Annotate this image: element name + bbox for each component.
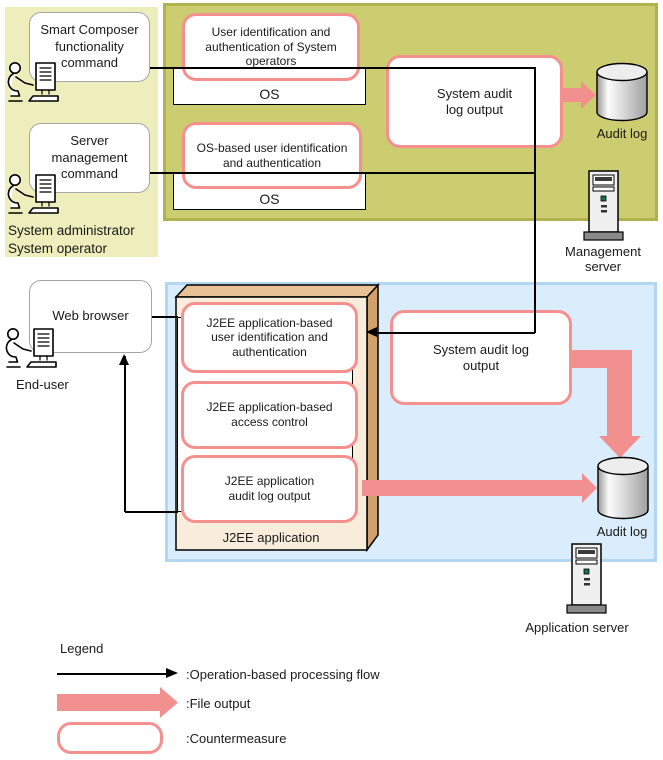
cm-line: System audit xyxy=(436,85,513,101)
admin-caption-line1: System administrator xyxy=(8,223,135,238)
file-output-arrow-top-icon xyxy=(563,81,596,109)
audit-log-database-icon xyxy=(596,62,648,122)
arrowhead-into-j2ee-icon xyxy=(366,327,377,337)
system-operator-icon xyxy=(7,62,59,102)
cmd-line: command xyxy=(60,166,119,182)
flow-line-to-j2ee xyxy=(376,332,535,334)
legend-countermeasure-sample xyxy=(57,722,163,754)
management-server-icon xyxy=(583,170,624,241)
legend-file-label: :File output xyxy=(186,696,251,711)
flow-line-command2-to-os xyxy=(150,172,535,174)
management-server-label: Management server xyxy=(533,244,663,275)
cm-line: audit log output xyxy=(228,489,311,503)
legend-file-output-arrow-icon xyxy=(57,687,178,718)
smart-composer-command-box: Smart Composer functionality command xyxy=(29,12,150,82)
os-label: OS xyxy=(259,191,280,207)
cm-line: J2EE application-based xyxy=(206,315,333,330)
flow-line-browser-to-j2ee xyxy=(152,316,178,318)
countermeasure-j2ee-access-control: J2EE application-based access control xyxy=(181,381,358,449)
audit-log-label-top: Audit log xyxy=(596,126,648,141)
cm-line: J2EE application xyxy=(224,474,315,489)
countermeasure-j2ee-audit-log: J2EE application audit log output xyxy=(181,455,358,523)
cmd-line: Smart Composer xyxy=(40,21,139,37)
flow-line-return-bottom xyxy=(125,511,178,513)
label-line: server xyxy=(584,259,622,275)
legend-flow-line xyxy=(57,673,167,675)
cm-line: J2EE application-based xyxy=(206,400,333,415)
cm-line: OS-based user identification xyxy=(196,140,348,155)
label-line: Management xyxy=(565,244,641,259)
cm-line: and authentication xyxy=(222,155,322,170)
system-audit-log-output-box-top: System audit log output xyxy=(386,55,563,148)
application-server-label: Application server xyxy=(525,620,629,635)
legend-flow-label: :Operation-based processing flow xyxy=(186,667,380,682)
countermeasure-user-identification: User identification and authentication o… xyxy=(182,13,360,81)
flow-line-return-vertical xyxy=(124,356,126,512)
cmd-line: Web browser xyxy=(52,308,129,324)
cm-line: authentication of System xyxy=(205,39,337,54)
countermeasure-os-identification: OS-based user identification and authent… xyxy=(182,122,362,189)
cm-line: operators xyxy=(245,54,297,69)
cmd-line: command xyxy=(60,55,119,71)
legend-cm-label: :Countermeasure xyxy=(186,731,287,746)
cm-line: user identification and xyxy=(211,330,328,345)
cm-line: log output xyxy=(445,101,504,117)
cm-line: System audit log xyxy=(432,341,530,357)
system-audit-log-output-box-bottom: System audit log output xyxy=(390,310,572,405)
cmd-line: Server xyxy=(70,132,109,148)
file-output-arrow-j2ee-icon xyxy=(362,473,597,503)
file-output-arrow-l-shape-icon xyxy=(572,350,641,458)
cmd-line: management xyxy=(51,149,128,165)
admin-caption-line2: System operator xyxy=(8,241,108,256)
application-server-icon xyxy=(566,543,607,614)
audit-log-database-icon xyxy=(597,456,649,520)
arrowhead-into-browser-icon xyxy=(119,354,129,365)
legend-flow-arrowhead-icon xyxy=(166,668,178,678)
system-operator-icon xyxy=(7,174,59,214)
cm-line: access control xyxy=(231,415,308,429)
flow-line-vertical xyxy=(534,67,536,333)
countermeasure-j2ee-identification: J2EE application-based user identificati… xyxy=(181,302,358,373)
j2ee-application-label: J2EE application xyxy=(222,530,320,545)
cm-line: User identification and xyxy=(211,25,331,40)
os-label: OS xyxy=(259,86,280,102)
end-user-caption: End-user xyxy=(16,377,69,392)
end-user-icon xyxy=(5,328,57,368)
cmd-line: functionality xyxy=(55,38,124,54)
flow-line-command1-to-os xyxy=(150,67,535,69)
cm-line: output xyxy=(462,357,500,373)
legend-title: Legend xyxy=(60,641,104,656)
audit-log-label-bottom: Audit log xyxy=(596,524,648,539)
cm-line: authentication xyxy=(232,344,307,359)
